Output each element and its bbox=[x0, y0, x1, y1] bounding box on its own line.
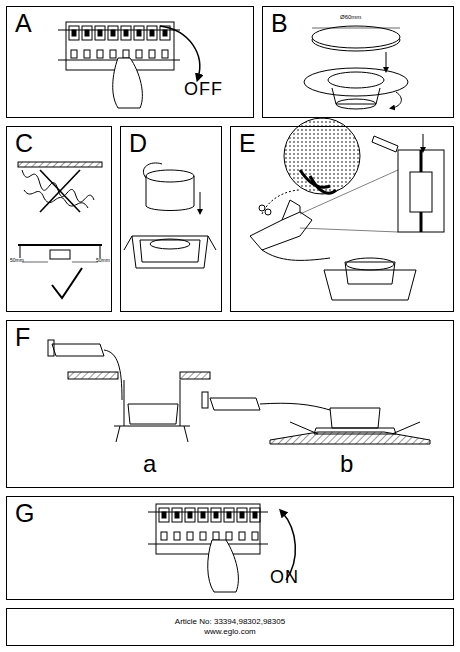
step-panel: A bbox=[6, 6, 254, 118]
turn-arrow bbox=[160, 26, 200, 78]
label: OFF bbox=[184, 80, 223, 98]
footer-text: Article No: 33394,98302,98305 bbox=[7, 617, 453, 627]
step-panel: G bbox=[6, 496, 454, 600]
label: b bbox=[340, 452, 353, 476]
footer-text: www.eglo.com bbox=[7, 627, 453, 637]
label: Ø60mm bbox=[340, 14, 361, 20]
step-panel: F bbox=[6, 320, 454, 488]
hand bbox=[113, 58, 143, 108]
led-module bbox=[124, 163, 216, 268]
step-letter: B bbox=[271, 11, 288, 36]
step-letter: A bbox=[15, 11, 32, 36]
wiring bbox=[250, 118, 444, 300]
label: ON bbox=[270, 568, 299, 586]
step-letter: D bbox=[129, 131, 147, 156]
step-letter: E bbox=[239, 131, 256, 156]
step-letter: C bbox=[15, 131, 33, 156]
downlight-cover bbox=[304, 26, 408, 109]
step-letter: G bbox=[15, 501, 34, 526]
label: 50mm bbox=[96, 258, 110, 263]
step-panel: E bbox=[230, 126, 454, 312]
installation bbox=[48, 340, 430, 444]
step-panel: B bbox=[262, 6, 454, 118]
step-panel: D bbox=[120, 126, 222, 312]
insulation-warning bbox=[18, 162, 102, 298]
step-panel: C bbox=[6, 126, 112, 312]
label: 50mm bbox=[10, 258, 24, 263]
label: a bbox=[143, 452, 156, 476]
footer-box: Article No: 33394,98302,98305www.eglo.co… bbox=[6, 608, 454, 646]
breaker-bank bbox=[148, 504, 268, 554]
hand bbox=[208, 540, 239, 592]
step-letter: F bbox=[15, 325, 30, 350]
